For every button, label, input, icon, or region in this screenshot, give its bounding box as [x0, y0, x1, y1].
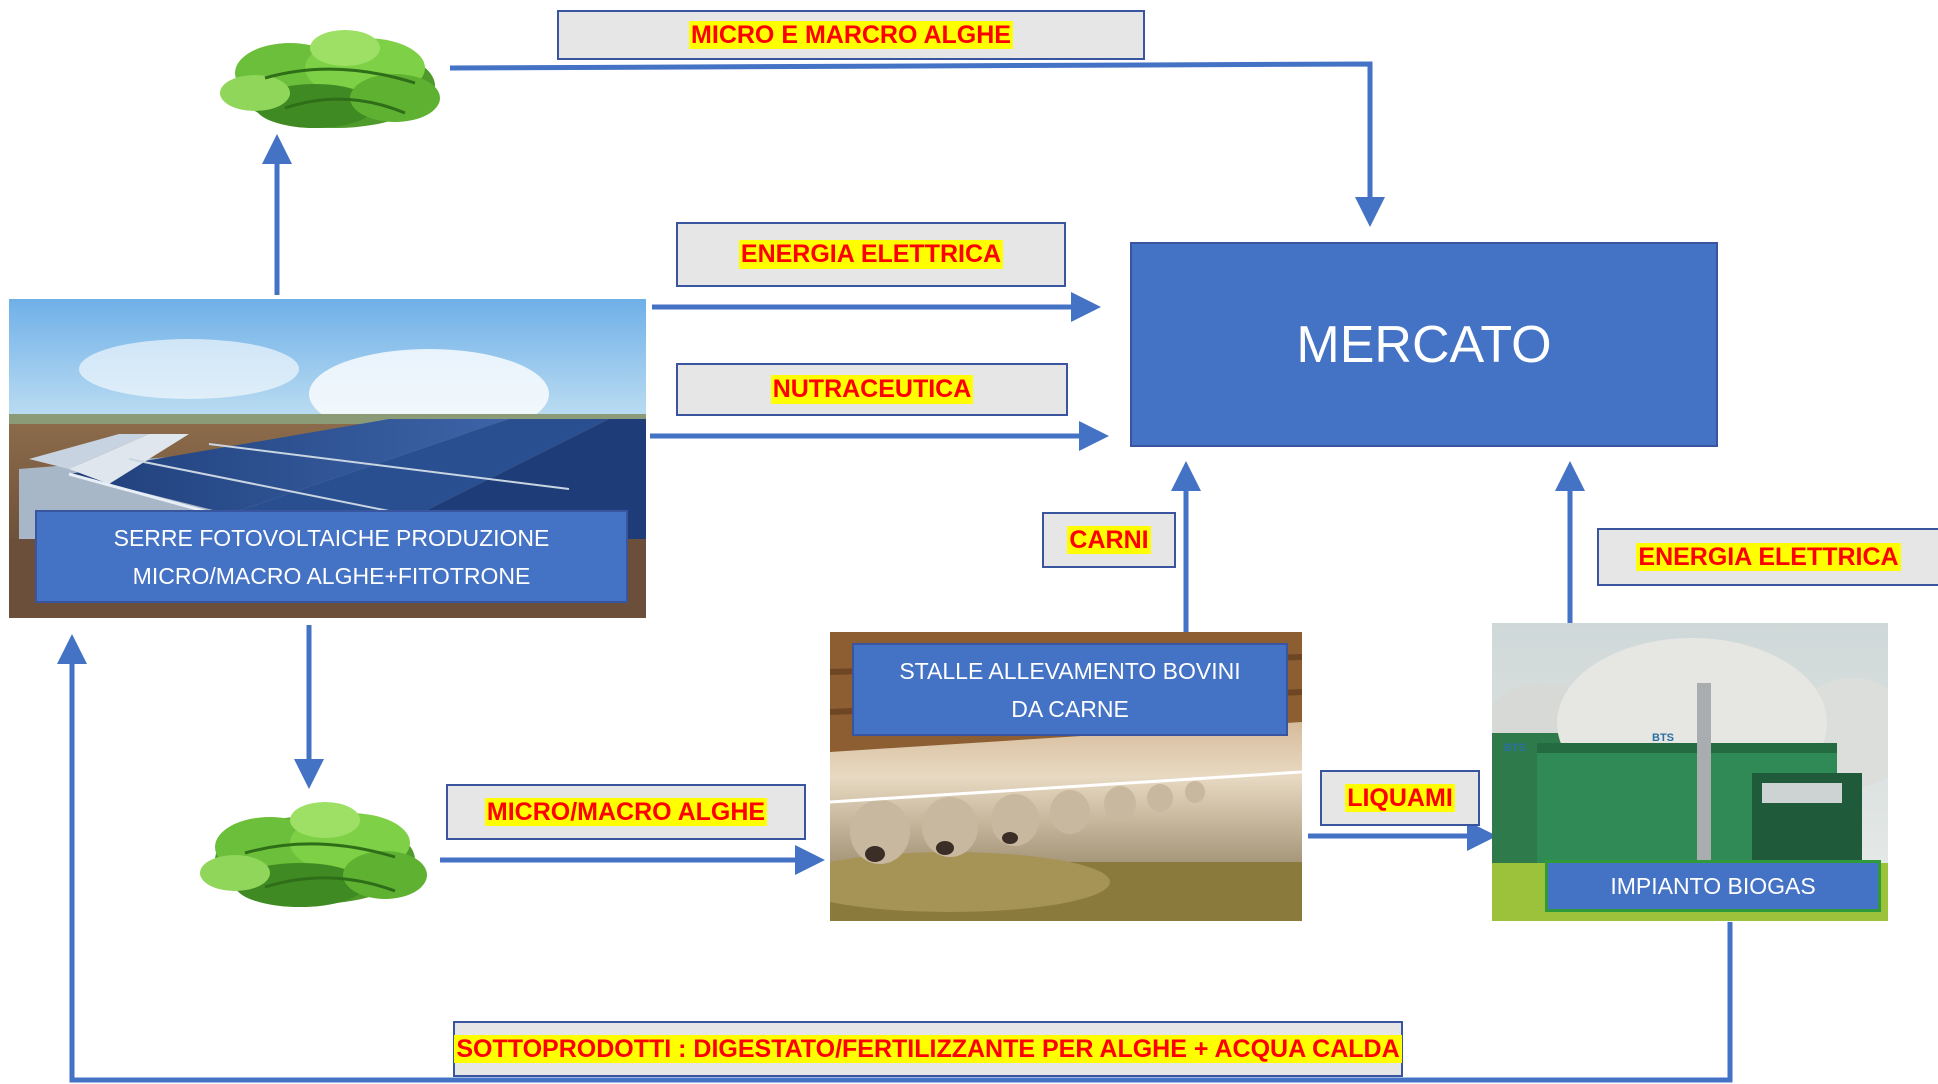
flow-label-byproducts: SOTTOPRODOTTI : DIGESTATO/FERTILIZZANTE … — [453, 1021, 1403, 1077]
flow-label-nutraceutics-text: NUTRACEUTICA — [770, 375, 974, 404]
greenhouse-label-box: SERRE FOTOVOLTAICHE PRODUZIONE MICRO/MAC… — [35, 510, 628, 603]
greenhouse-label-line1: SERRE FOTOVOLTAICHE PRODUZIONE — [113, 524, 550, 551]
biogas-logo-right: BTS — [1652, 732, 1674, 744]
market-label: MERCATO — [1296, 315, 1552, 374]
stables-label-line1: STALLE ALLEVAMENTO BOVINI — [899, 657, 1241, 684]
stables-label-line2: DA CARNE — [1011, 695, 1129, 722]
flow-label-meat-text: CARNI — [1067, 525, 1151, 555]
stables-label-box: STALLE ALLEVAMENTO BOVINI DA CARNE — [852, 643, 1288, 736]
biogas-label-box: IMPIANTO BIOGAS — [1545, 860, 1881, 912]
flow-label-algae-top-text: MICRO E MARCRO ALGHE — [689, 20, 1013, 50]
arrow-algae-top-to-market — [449, 61, 1385, 228]
greenhouse-label-line2: MICRO/MACRO ALGHE+FITOTRONE — [132, 562, 531, 589]
market-box: MERCATO — [1130, 242, 1718, 447]
flow-label-nutraceutics: NUTRACEUTICA — [676, 363, 1068, 416]
algae-image-bottom — [180, 795, 450, 920]
arrow-biogas-to-greenhouse — [57, 633, 1733, 1083]
flow-label-byproducts-text: SOTTOPRODOTTI : DIGESTATO/FERTILIZZANTE … — [454, 1034, 1402, 1064]
algae-image-top — [195, 18, 470, 143]
biogas-logo-left: BTS — [1504, 742, 1526, 754]
flow-label-electric-energy-2: ENERGIA ELETTRICA — [1597, 528, 1938, 586]
flow-label-algae-top: MICRO E MARCRO ALGHE — [557, 10, 1145, 60]
flow-label-slurry: LIQUAMI — [1320, 770, 1480, 826]
flow-label-algae-bottom-text: MICRO/MACRO ALGHE — [484, 797, 768, 827]
flow-label-meat: CARNI — [1042, 512, 1176, 568]
flow-label-electric-energy-1-text: ENERGIA ELETTRICA — [738, 240, 1004, 269]
flow-label-algae-bottom: MICRO/MACRO ALGHE — [446, 784, 806, 840]
biogas-label: IMPIANTO BIOGAS — [1610, 872, 1816, 899]
flow-label-electric-energy-2-text: ENERGIA ELETTRICA — [1636, 542, 1901, 572]
flow-label-electric-energy-1: ENERGIA ELETTRICA — [676, 222, 1066, 287]
flow-label-slurry-text: LIQUAMI — [1345, 783, 1455, 813]
